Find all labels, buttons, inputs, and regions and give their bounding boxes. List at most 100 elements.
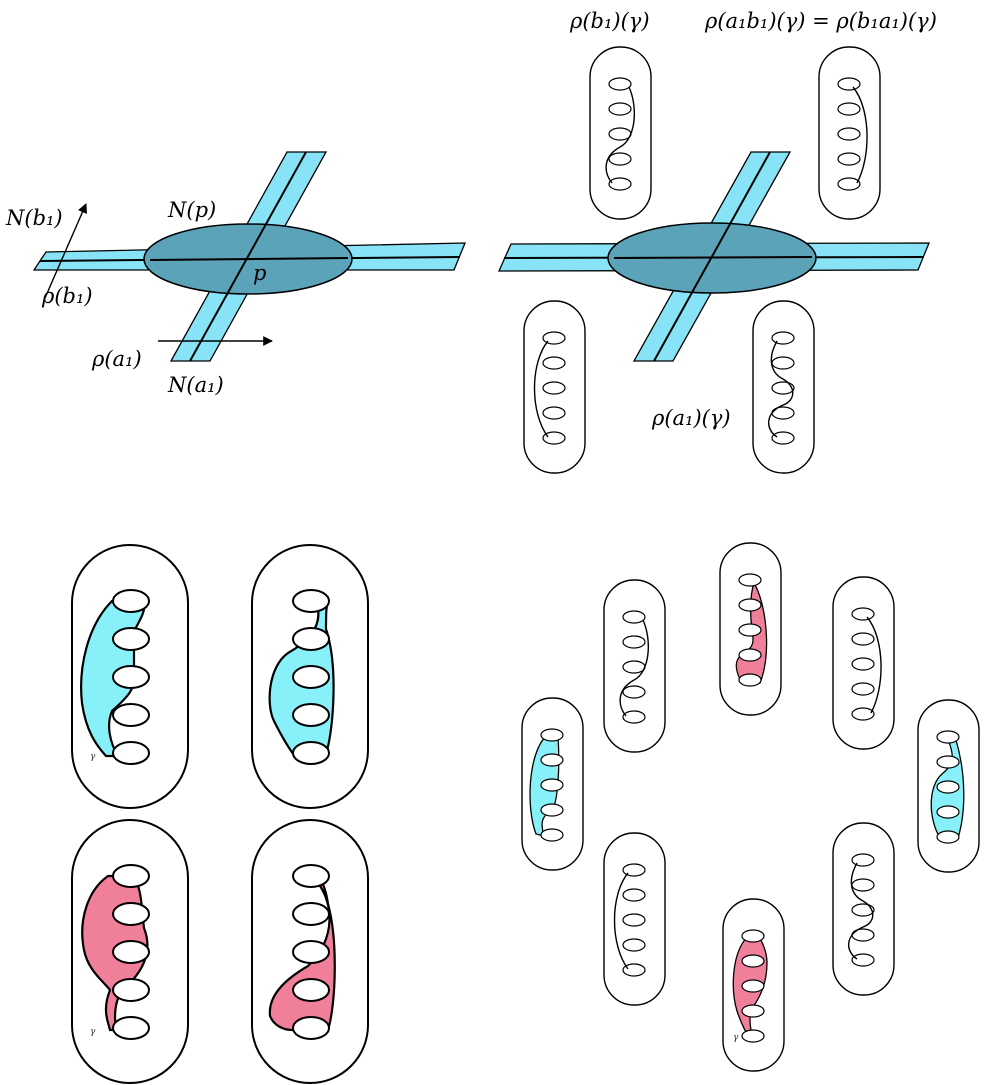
handle-hole (292, 864, 330, 888)
handle-hole (542, 356, 566, 370)
label-rho-a1b1-gamma: ρ(a₁b₁)(γ) = ρ(b₁a₁)(γ) (704, 9, 937, 33)
handle-hole (542, 331, 566, 345)
handle-hole (112, 627, 150, 651)
handle-hole (608, 77, 632, 91)
handle-hole (622, 685, 646, 699)
surface-large-cyan-1: γ (71, 544, 189, 809)
handle-hole (112, 665, 150, 689)
handle-hole (741, 979, 765, 993)
ring-surface-right-cyan (917, 699, 980, 873)
handle-hole (622, 635, 646, 649)
handle-hole (292, 627, 330, 651)
handle-hole (837, 77, 861, 91)
handle-hole (608, 177, 632, 191)
surface-gamma (523, 300, 586, 474)
handle-hole (292, 1016, 330, 1040)
handle-hole (738, 648, 762, 662)
curve-gamma (848, 862, 874, 960)
handle-hole (292, 940, 330, 964)
handle-hole (738, 623, 762, 637)
handle-hole (738, 573, 762, 587)
handle-hole (292, 703, 330, 727)
handle-hole (851, 607, 875, 621)
ring-surface-lower-left (603, 832, 666, 1006)
handle-hole (936, 805, 960, 819)
handle-hole (622, 863, 646, 877)
handle-hole (936, 755, 960, 769)
label-rho-b1-gamma: ρ(b₁)(γ) (569, 9, 650, 33)
label-p: p (253, 261, 266, 285)
handle-hole (851, 878, 875, 892)
handle-hole (540, 778, 564, 792)
handle-hole (851, 707, 875, 721)
handle-hole (112, 864, 150, 888)
surface-rho-a1-gamma (752, 300, 815, 474)
handle-hole (540, 828, 564, 842)
diagonal-core-curve (653, 151, 771, 362)
handle-hole (622, 660, 646, 674)
handle-hole (608, 102, 632, 116)
handle-hole (771, 356, 795, 370)
handle-hole (292, 665, 330, 689)
label-gamma: γ (733, 1033, 739, 1043)
handle-hole (542, 406, 566, 420)
ring-surface-lower-right (832, 822, 895, 996)
handle-hole (936, 780, 960, 794)
handle-hole (112, 940, 150, 964)
horizontal-core-curve-over (149, 257, 349, 261)
handle-hole (837, 177, 861, 191)
label-gamma: γ (90, 752, 96, 762)
handle-hole (741, 929, 765, 943)
label-N-a1: N(a₁) (167, 373, 224, 397)
handle-hole (112, 978, 150, 1002)
handle-hole (851, 853, 875, 867)
surface-large-pink-2 (251, 819, 369, 1084)
curve-gamma (768, 340, 794, 438)
handle-hole (738, 673, 762, 687)
handle-hole (608, 152, 632, 166)
ring-surface-left-cyan (521, 697, 584, 871)
ring-surface-upper-left (603, 579, 666, 753)
handle-hole (622, 888, 646, 902)
ring-surface-bottom-pink: γ (722, 898, 785, 1072)
curve-gamma (533, 340, 549, 438)
handle-hole (738, 598, 762, 612)
handle-hole (837, 127, 861, 141)
handle-hole (540, 753, 564, 767)
handle-hole (292, 902, 330, 926)
handle-hole (936, 830, 960, 844)
neighborhood-diagram-left: N(b₁) N(p) p ρ(b₁) ρ(a₁) N(a₁) (5, 151, 466, 397)
label-gamma: γ (90, 1027, 96, 1037)
label-rho-a1-gamma: ρ(a₁)(γ) (651, 406, 731, 430)
surface-rho-a1b1-gamma (818, 46, 881, 220)
handle-hole (542, 381, 566, 395)
handle-hole (112, 589, 150, 613)
handle-hole (292, 741, 330, 765)
handle-hole (112, 703, 150, 727)
surface-large-pink-1: γ (71, 819, 189, 1084)
label-N-b1: N(b₁) (5, 206, 63, 230)
handle-hole (540, 728, 564, 742)
handle-hole (542, 431, 566, 445)
label-N-p: N(p) (167, 198, 216, 222)
neighborhood-diagram-right: ρ(b₁)(γ) ρ(a₁b₁)(γ) = ρ(b₁a₁)(γ) ρ(a₁)(γ… (497, 9, 937, 430)
handle-hole (741, 1004, 765, 1018)
surface-large-cyan-2 (251, 544, 369, 809)
handle-hole (851, 682, 875, 696)
handle-hole (622, 913, 646, 927)
handle-hole (837, 102, 861, 116)
handle-hole (622, 963, 646, 977)
handle-hole (292, 978, 330, 1002)
handle-hole (851, 903, 875, 917)
handle-hole (112, 741, 150, 765)
handle-hole (608, 127, 632, 141)
label-rho-a1: ρ(a₁) (91, 347, 142, 371)
ring-surface-upper-right (832, 576, 895, 750)
handle-hole (622, 610, 646, 624)
horizontal-core-curve-over (613, 256, 813, 259)
handle-hole (851, 953, 875, 967)
curve-gamma (619, 619, 649, 717)
handle-hole (292, 589, 330, 613)
surface-rho-b1-gamma (589, 46, 652, 220)
handle-hole (771, 431, 795, 445)
